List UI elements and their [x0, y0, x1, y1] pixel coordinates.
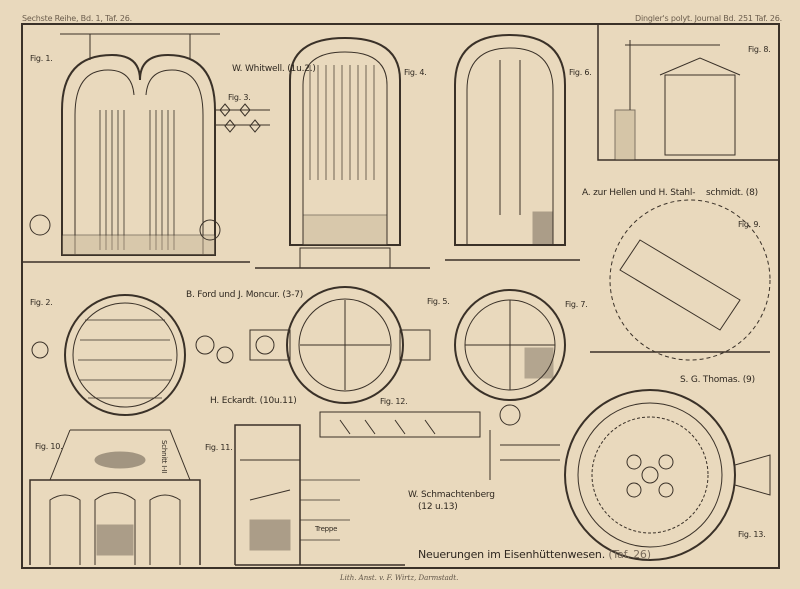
fig1-twin-stoves-drawing: [22, 33, 250, 263]
fig12-label: Fig. 12.: [380, 397, 408, 406]
plate-title: Neuerungen im Eisenhüttenwesen. (Taf. 26…: [418, 548, 651, 561]
section-annotation: Schnitt I-II: [160, 440, 168, 474]
fig9-label: Fig. 9.: [738, 220, 761, 229]
credit-thomas: S. G. Thomas. (9): [680, 375, 755, 385]
credit-ford-moncur: B. Ford und J. Moncur. (3-7): [186, 290, 304, 300]
plate-border: [21, 23, 780, 569]
fig13-label: Fig. 13.: [738, 530, 766, 539]
fig7-label: Fig. 7.: [565, 300, 588, 309]
fig10-furnace-drawing: [29, 429, 201, 565]
credit-whitwell: W. Whitwell. (1u.2.): [232, 64, 316, 74]
fig7-plan-drawing: [454, 289, 566, 426]
credit-hellen-1: A. zur Hellen und H. Stahl-: [582, 188, 696, 198]
fig4-stove-section-drawing: [255, 36, 430, 269]
fig2-label: Fig. 2.: [30, 298, 53, 307]
series-header: Sechste Reihe, Bd. 1, Taf. 26.: [22, 14, 132, 23]
journal-header: Dingler's polyt. Journal Bd. 251 Taf. 26…: [634, 14, 782, 23]
fig2-plan-drawing: [31, 294, 234, 416]
fig6-stove-section-drawing: [445, 33, 580, 261]
fig6-label: Fig. 6.: [569, 68, 592, 77]
plate-title-ref: (Taf. 26): [608, 548, 651, 561]
fig5-label: Fig. 5.: [427, 297, 450, 306]
credit-schmachtenberg: W. Schmachtenberg: [408, 490, 495, 500]
fig3-detail-drawing: [215, 103, 270, 133]
fig5-plan-drawing: [249, 286, 431, 404]
credit-hellen-2: schmidt. (8): [706, 188, 758, 198]
fig4-label: Fig. 4.: [404, 68, 427, 77]
fig13-plan-drawing: [489, 389, 771, 561]
fig10-label: Fig. 10.: [35, 442, 63, 451]
lithographer-credit: Lith. Anst. v. F. Wirtz, Darmstadt.: [340, 574, 459, 582]
fig11-furnace-drawing: [234, 424, 405, 566]
credit-eckardt: H. Eckardt. (10u.11): [210, 396, 297, 406]
fig3-label: Fig. 3.: [228, 93, 251, 102]
fig8-label: Fig. 8.: [748, 45, 771, 54]
fig12-section-drawing: [319, 411, 481, 438]
fig1-label: Fig. 1.: [30, 54, 53, 63]
fig9-converter-drawing: [590, 199, 771, 361]
credit-schmachtenberg-figs: (12 u.13): [418, 502, 458, 512]
fig8-apparatus-drawing: [597, 24, 780, 161]
fig11-label: Fig. 11.: [205, 443, 233, 452]
plate-title-main: Neuerungen im Eisenhüttenwesen.: [418, 548, 606, 561]
stair-annotation: Treppe: [315, 525, 338, 533]
